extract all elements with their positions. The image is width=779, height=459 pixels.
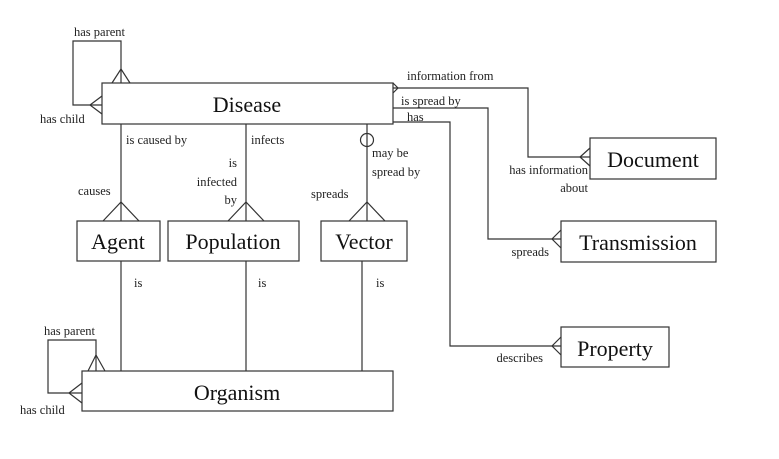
entity-disease[interactable] bbox=[101, 82, 394, 125]
infected-label: infected bbox=[197, 175, 238, 189]
disease-has-parent-label: has parent bbox=[74, 25, 126, 39]
may-be-label: may be bbox=[372, 146, 409, 160]
document-crowfoot bbox=[579, 147, 591, 167]
disease-document-link bbox=[393, 87, 590, 158]
entity-document-label: Document bbox=[607, 147, 699, 172]
organism-has-child-label: has child bbox=[20, 403, 66, 417]
disease-transmission-link bbox=[393, 107, 561, 240]
organism-parent-crowfoot bbox=[87, 353, 106, 372]
entity-population[interactable] bbox=[167, 220, 300, 262]
transmission-crowfoot bbox=[551, 229, 562, 249]
has-label: has bbox=[407, 110, 424, 124]
describes-label: describes bbox=[496, 351, 543, 365]
entity-agent[interactable] bbox=[76, 220, 161, 262]
entity-vector[interactable] bbox=[320, 220, 408, 262]
by-label: by bbox=[225, 193, 238, 207]
is-label: is bbox=[229, 156, 237, 170]
entity-transmission-label: Transmission bbox=[579, 230, 697, 255]
organism-has-parent-label: has parent bbox=[44, 324, 96, 338]
agent-is-label: is bbox=[134, 276, 142, 290]
entity-property-label: Property bbox=[577, 336, 653, 361]
entity-organism-label: Organism bbox=[194, 380, 280, 405]
is-caused-by-label: is caused by bbox=[126, 133, 188, 147]
optional-circle-icon bbox=[359, 132, 375, 148]
entity-disease-label: Disease bbox=[213, 92, 281, 117]
transmission-spreads-label: spreads bbox=[512, 245, 550, 259]
infects-label: infects bbox=[251, 133, 284, 147]
population-crowfoot bbox=[227, 201, 265, 222]
vector-crowfoot bbox=[348, 201, 386, 222]
disease-property-link bbox=[393, 121, 561, 347]
vector-is-label: is bbox=[376, 276, 384, 290]
spreads-label: spreads bbox=[311, 187, 349, 201]
entity-transmission[interactable] bbox=[560, 220, 717, 263]
spread-by-label: spread by bbox=[372, 165, 421, 179]
agent-crowfoot bbox=[102, 201, 140, 222]
is-spread-by-label: is spread by bbox=[401, 94, 461, 108]
disease-has-child-label: has child bbox=[40, 112, 86, 126]
has-information-label: has information bbox=[509, 163, 589, 177]
disease-self-link bbox=[72, 40, 122, 106]
organism-child-crowfoot bbox=[68, 382, 83, 404]
entity-organism[interactable] bbox=[81, 370, 394, 412]
entity-population-label: Population bbox=[185, 229, 280, 254]
organism-self-link bbox=[47, 339, 97, 394]
about-label: about bbox=[560, 181, 588, 195]
entity-agent-label: Agent bbox=[91, 229, 145, 254]
population-is-label: is bbox=[258, 276, 266, 290]
entity-vector-label: Vector bbox=[335, 229, 393, 254]
entity-document[interactable] bbox=[589, 137, 717, 180]
property-crowfoot bbox=[551, 336, 562, 356]
causes-label: causes bbox=[78, 184, 111, 198]
disease-info-crowfoot bbox=[392, 82, 399, 94]
disease-parent-crowfoot bbox=[111, 67, 131, 84]
disease-child-crowfoot bbox=[89, 95, 103, 115]
entity-property[interactable] bbox=[560, 326, 670, 368]
information-from-label: information from bbox=[407, 69, 494, 83]
